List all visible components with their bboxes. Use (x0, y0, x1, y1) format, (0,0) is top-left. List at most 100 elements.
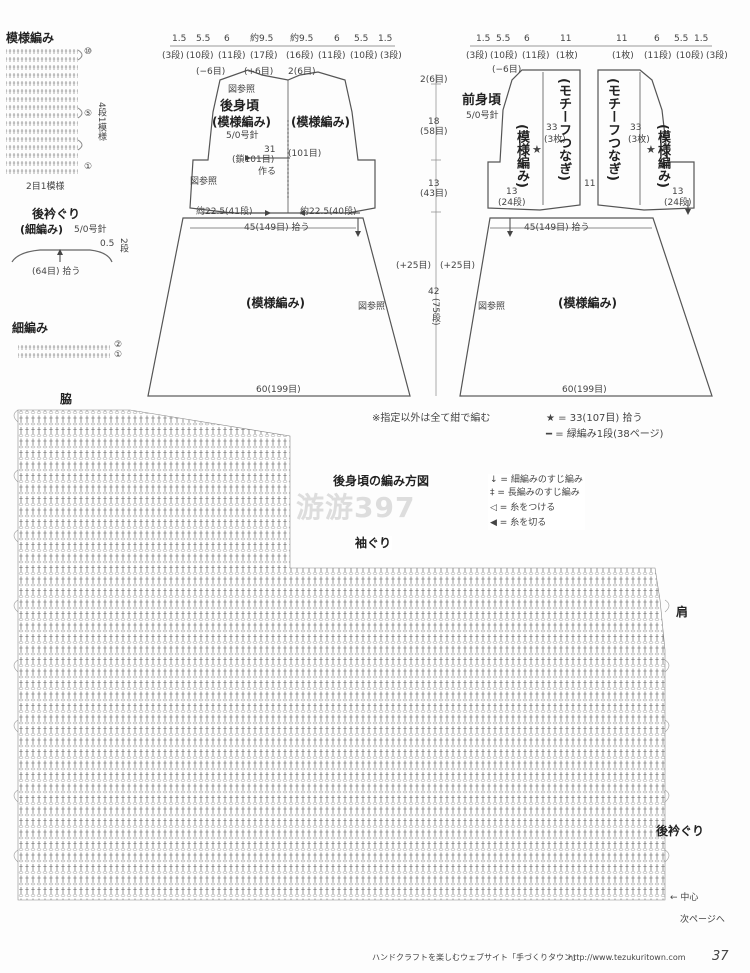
back-collar-pickup: (64目) 拾う (32, 267, 81, 277)
row-num-10: ⑩ (84, 47, 93, 57)
back-body-outline (147, 69, 411, 397)
back-collar-dim2: 2段 (118, 238, 128, 253)
row-num-5: ⑤ (84, 109, 93, 119)
legend-sym-1: ↓ (490, 475, 498, 485)
front-star-right: ★ (646, 143, 656, 156)
back-center-101: (101目) (288, 149, 322, 159)
back-collar-title: 後衿ぐり (32, 207, 81, 221)
row-num-1: ① (84, 162, 93, 172)
watermark: 游游397 (296, 491, 416, 524)
chart-side-label: 脇 (60, 392, 73, 406)
legend-sym-2: ‡ (490, 488, 495, 498)
back-waist-pickup: 45(149目) 拾う (244, 223, 310, 233)
fine-row-2: ② (114, 340, 123, 350)
legend-sym-3: ◁ (490, 503, 497, 513)
back-waist-right: 約22.5(40段) (300, 207, 357, 217)
front-adj-left: (−6目) (492, 65, 522, 75)
legend-text-1: = 細編みのすじ編み (500, 475, 583, 485)
fw0: 1.5 (476, 34, 491, 44)
front-motif-count-right: (3枚) (628, 135, 650, 145)
stitch-note: 2目1模様 (26, 182, 65, 192)
front-dim-13-24-c: 13 (672, 187, 684, 197)
bw4: 約9.5 (290, 34, 314, 44)
bw1: 5.5 (196, 34, 211, 44)
front-title: 前身頃 (462, 93, 502, 108)
bw2: 6 (224, 34, 230, 44)
back-adj-right: 2(6目) (288, 67, 316, 77)
fr1: (10段) (490, 51, 518, 61)
footer-next: 次ページへ (680, 915, 725, 925)
front-waist-pickup: 45(149目) 拾う (524, 223, 590, 233)
front-dim-18: 18 (428, 117, 440, 127)
front-star-left: ★ (532, 143, 542, 156)
legend-item-3: ◁ = 糸をつける (490, 504, 583, 513)
front-dim-13-24-d: (24段) (664, 198, 692, 208)
front-motif-size-right: 33 (630, 123, 642, 133)
front-side-left: (模様編み) (514, 124, 529, 188)
back-center-chain: (鎖101目) (232, 155, 275, 165)
fw3: 11 (560, 34, 572, 44)
footer-page: 37 (712, 949, 729, 964)
chart-title: 後身頃の編み方図 (332, 474, 431, 488)
front-dim-58: (58目) (420, 127, 448, 137)
legend: ↓ = 細編みのすじ編み ‡ = 長編みのすじ編み ◁ = 糸をつける ◀ = … (488, 474, 585, 530)
fine-stitch-title: 細編み (12, 321, 49, 335)
back-collar-hook: 5/0号針 (74, 225, 107, 235)
star-note: ★ = 33(107目) 拾う (546, 413, 643, 424)
br2: (11段) (218, 51, 246, 61)
fr4: (1枚) (612, 51, 634, 61)
chart-collar: 後衿ぐり (656, 824, 705, 838)
legend-text-3: = 糸をつける (499, 503, 556, 513)
front-top-vert: 2(6目) (420, 75, 448, 85)
back-collar-sub: (細編み) (20, 223, 64, 236)
front-plus-left: (+25目) (396, 261, 432, 271)
line-note: ━ = 緑編み1段(38ページ) (546, 429, 664, 440)
back-waist-left: 約22.5(41段) (196, 207, 253, 217)
br7: (3段) (380, 51, 402, 61)
chart-shoulder: 肩 (676, 605, 689, 619)
legend-item-1: ↓ = 細編みのすじ編み (490, 476, 583, 485)
fw6: 5.5 (674, 34, 689, 44)
br4: (16段) (286, 51, 314, 61)
fw7: 1.5 (694, 34, 709, 44)
front-dim-75: (75段) (430, 298, 440, 326)
back-ref1: 図参照 (228, 85, 256, 95)
pattern-sample-swatch (6, 47, 78, 175)
front-dim-11: 11 (584, 179, 596, 189)
br1: (10段) (186, 51, 214, 61)
footer-site: ハンドクラフトを楽しむウェブサイト「手づくりタウン」 (372, 953, 580, 962)
br0: (3段) (162, 51, 184, 61)
back-hook: 5/0号針 (226, 131, 259, 141)
legend-sym-4: ◀ (490, 518, 497, 528)
bw3: 約9.5 (250, 34, 274, 44)
back-collar-dim1: 0.5 (100, 239, 115, 249)
back-ref2: 図参照 (190, 177, 218, 187)
back-right-label: (模様編み) (291, 115, 350, 129)
fw2: 6 (524, 34, 530, 44)
front-hook: 5/0号針 (466, 111, 499, 121)
back-lower-label: (模様編み) (246, 296, 305, 310)
fr6: (10段) (676, 51, 704, 61)
back-lower-ref: 図参照 (358, 302, 386, 312)
bw6: 5.5 (354, 34, 369, 44)
back-subtitle: (模様編み) (212, 115, 271, 129)
stitch-chart-grid (17, 409, 666, 901)
back-center-31: 31 (264, 145, 276, 155)
fr2: (11段) (522, 51, 550, 61)
front-plus-right: (+25目) (440, 261, 476, 271)
bw5: 6 (334, 34, 340, 44)
fw4: 11 (616, 34, 628, 44)
fr7: (3段) (706, 51, 728, 61)
br5: (11段) (318, 51, 346, 61)
fw5: 6 (654, 34, 660, 44)
front-dim-13: 13 (428, 179, 440, 189)
front-bottom: 60(199目) (562, 385, 607, 395)
repeat-note: 4段1模様 (96, 102, 106, 141)
chart-armhole: 袖ぐり (354, 536, 393, 550)
legend-item-2: ‡ = 長編みのすじ編み (490, 489, 583, 498)
color-note: ※指定以外は全て紺で編む (372, 413, 491, 424)
legend-text-2: = 長編みのすじ編み (497, 488, 580, 498)
fr3: (1枚) (556, 51, 578, 61)
legend-item-4: ◀ = 糸を切る (490, 519, 583, 528)
